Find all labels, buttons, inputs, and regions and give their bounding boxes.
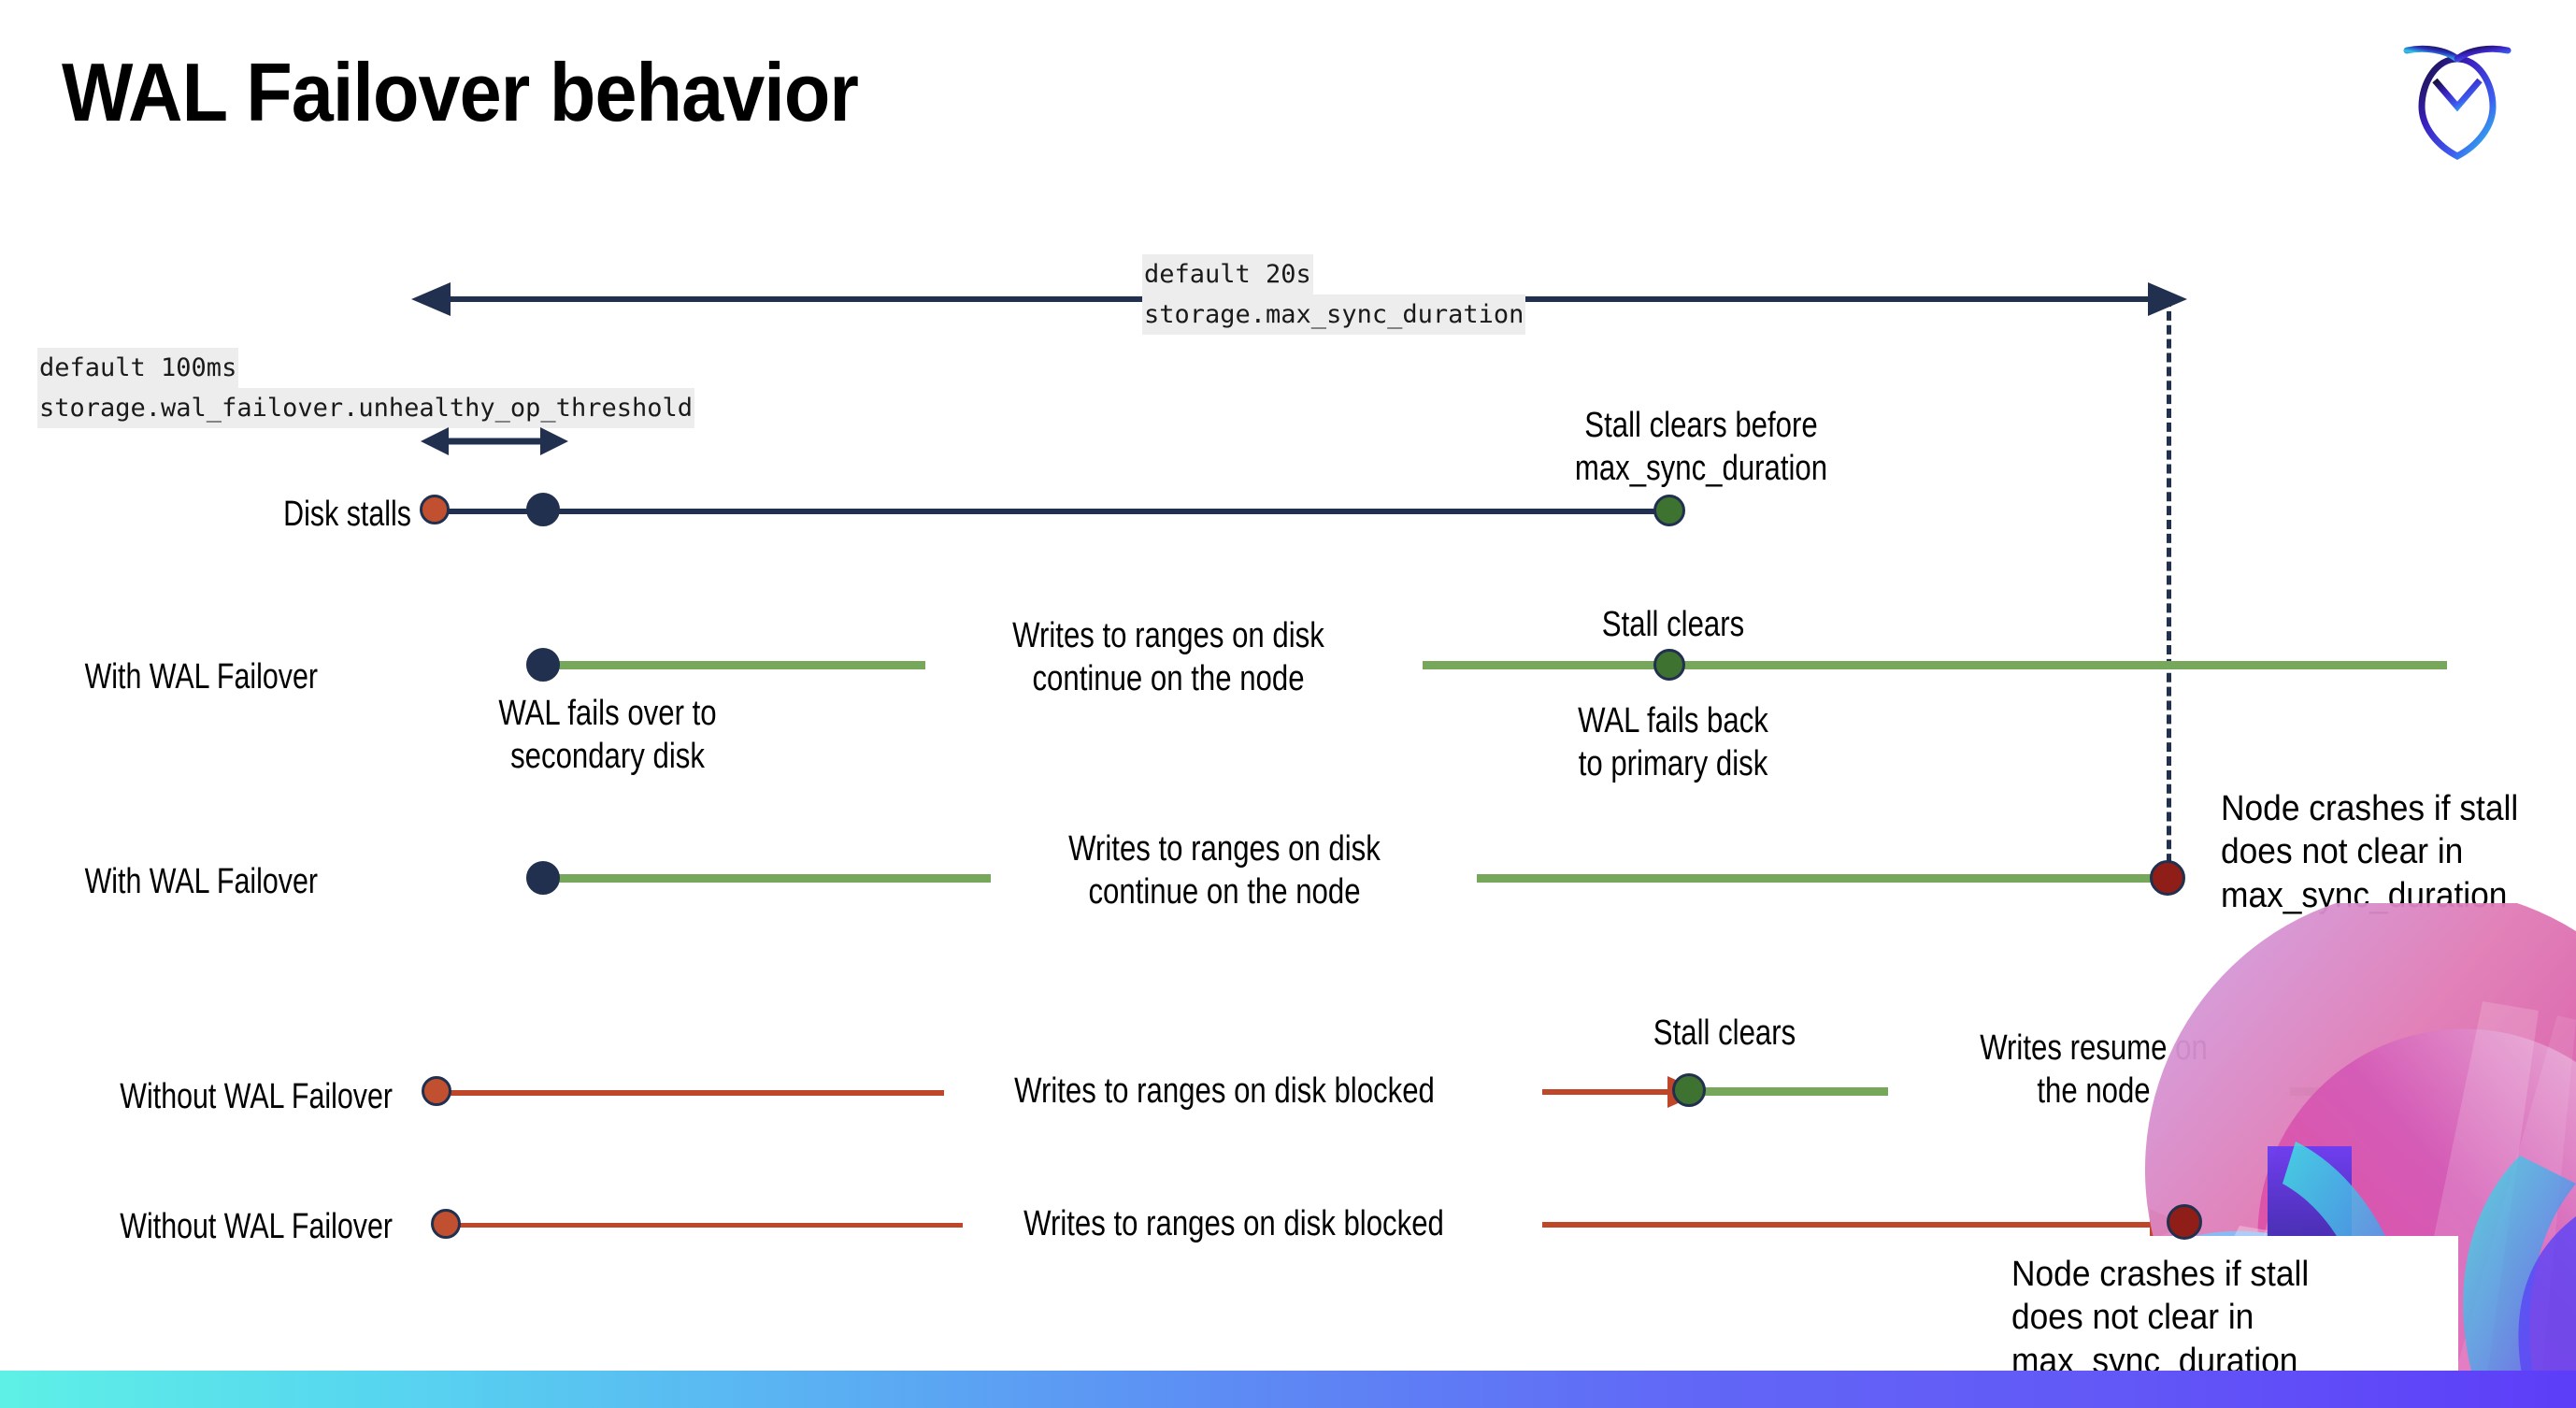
disk-stall-clear-dot xyxy=(1653,495,1685,526)
row-label-without-wal-failover-2: Without WAL Failover xyxy=(120,1207,394,1246)
with-wal-failover-1-segment-b xyxy=(1423,661,2447,669)
row-label-without-wal-failover-1: Without WAL Failover xyxy=(120,1077,394,1116)
annotation-wal-fails-over: WAL fails over to secondary disk xyxy=(498,694,717,777)
wal-failover-trigger-dot xyxy=(526,493,560,526)
annotation-writes-blocked-row4: Writes to ranges on disk blocked xyxy=(1014,1071,1435,1111)
code-setting-name: storage.wal_failover.unhealthy_op_thresh… xyxy=(37,388,694,429)
code-label-unhealthy-op-threshold: default 100ms storage.wal_failover.unhea… xyxy=(37,348,694,429)
bottom-accent-bar xyxy=(0,1371,2576,1408)
cockroachdb-logo xyxy=(2397,24,2518,163)
annotation-writes-continue-row3: Writes to ranges on disk continue on the… xyxy=(1068,829,1381,912)
without-wal-failover-2-blocked-line-a xyxy=(449,1223,963,1228)
node-crash-dot-row5 xyxy=(2167,1204,2202,1240)
disk-stall-start-dot-row5 xyxy=(431,1209,461,1239)
stall-clears-dot-row4 xyxy=(1672,1073,1706,1107)
annotation-node-crashes-row5: Node crashes if stall does not clear in … xyxy=(2011,1255,2310,1381)
annotation-node-crashes-row3: Node crashes if stall does not clear in … xyxy=(2221,789,2519,915)
annotation-writes-continue-row2: Writes to ranges on disk continue on the… xyxy=(1012,616,1324,699)
with-wal-failover-2-segment-b xyxy=(1477,874,2173,883)
disk-stalls-timeline xyxy=(439,509,1682,514)
node-crash-dot-row3 xyxy=(2150,860,2185,896)
annotation-stall-clears-row4: Stall clears xyxy=(1653,1013,1796,1053)
annotation-writes-blocked-row5: Writes to ranges on disk blocked xyxy=(1023,1204,1444,1243)
code-setting-name: storage.max_sync_duration xyxy=(1142,295,1526,336)
annotation-writes-resume-row4: Writes resume on the node xyxy=(1980,1028,2208,1112)
annotation-stall-clears-row2: Stall clears xyxy=(1601,605,1745,644)
without-wal-failover-1-resume-line-b xyxy=(2290,1087,2447,1096)
annotation-wal-fails-back: WAL fails back to primary disk xyxy=(1578,701,1768,784)
code-label-max-sync-duration: default 20s storage.max_sync_duration xyxy=(1142,254,1526,336)
with-wal-failover-2-segment-a xyxy=(551,874,991,883)
row-label-disk-stalls: Disk stalls xyxy=(283,495,411,534)
without-wal-failover-1-blocked-line xyxy=(439,1090,944,1096)
row-label-with-wal-failover-1: With WAL Failover xyxy=(84,657,318,697)
without-wal-failover-1-resume-line-a xyxy=(1703,1087,1888,1096)
stall-clears-dot-row2 xyxy=(1653,649,1685,681)
unhealthy-op-threshold-arrow xyxy=(421,427,568,455)
max-sync-duration-guide-line xyxy=(2167,297,2171,877)
page-title: WAL Failover behavior xyxy=(62,46,859,138)
row-label-with-wal-failover-2: With WAL Failover xyxy=(84,862,318,901)
disk-stall-start-dot xyxy=(420,495,450,524)
with-wal-failover-1-segment-a xyxy=(551,661,925,669)
annotation-stall-clears-before-max-sync: Stall clears before max_sync_duration xyxy=(1574,406,1828,489)
disk-stall-start-dot-row4 xyxy=(422,1076,451,1106)
wal-failover-dot-row3 xyxy=(526,861,560,895)
wal-failover-to-secondary-dot xyxy=(526,648,560,682)
code-default-value: default 20s xyxy=(1142,254,1313,295)
code-default-value: default 100ms xyxy=(37,348,239,389)
